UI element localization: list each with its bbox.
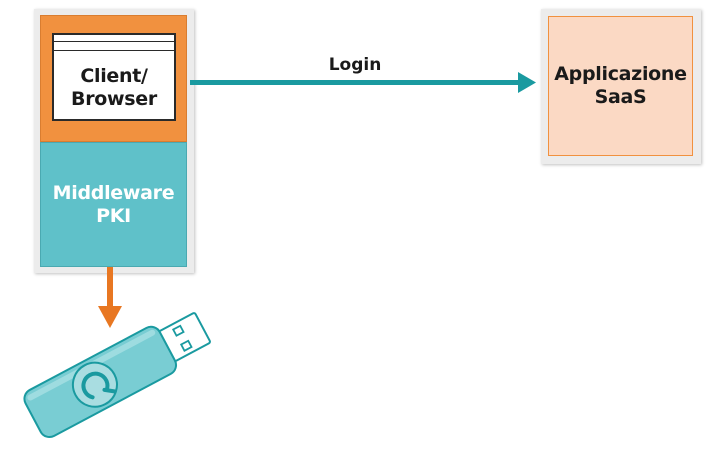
token-link-arrow xyxy=(98,267,122,328)
saas-app-node: Applicazione SaaS xyxy=(548,16,693,156)
login-arrow xyxy=(190,72,536,93)
browser-toolbar xyxy=(54,41,174,51)
client-browser-label: Client/ Browser xyxy=(71,65,157,110)
middleware-pki-node: Middleware PKI xyxy=(40,142,187,267)
usb-token-icon xyxy=(23,312,211,439)
browser-window-icon: Client/ Browser xyxy=(52,33,176,121)
login-edge-label: Login xyxy=(328,55,382,75)
